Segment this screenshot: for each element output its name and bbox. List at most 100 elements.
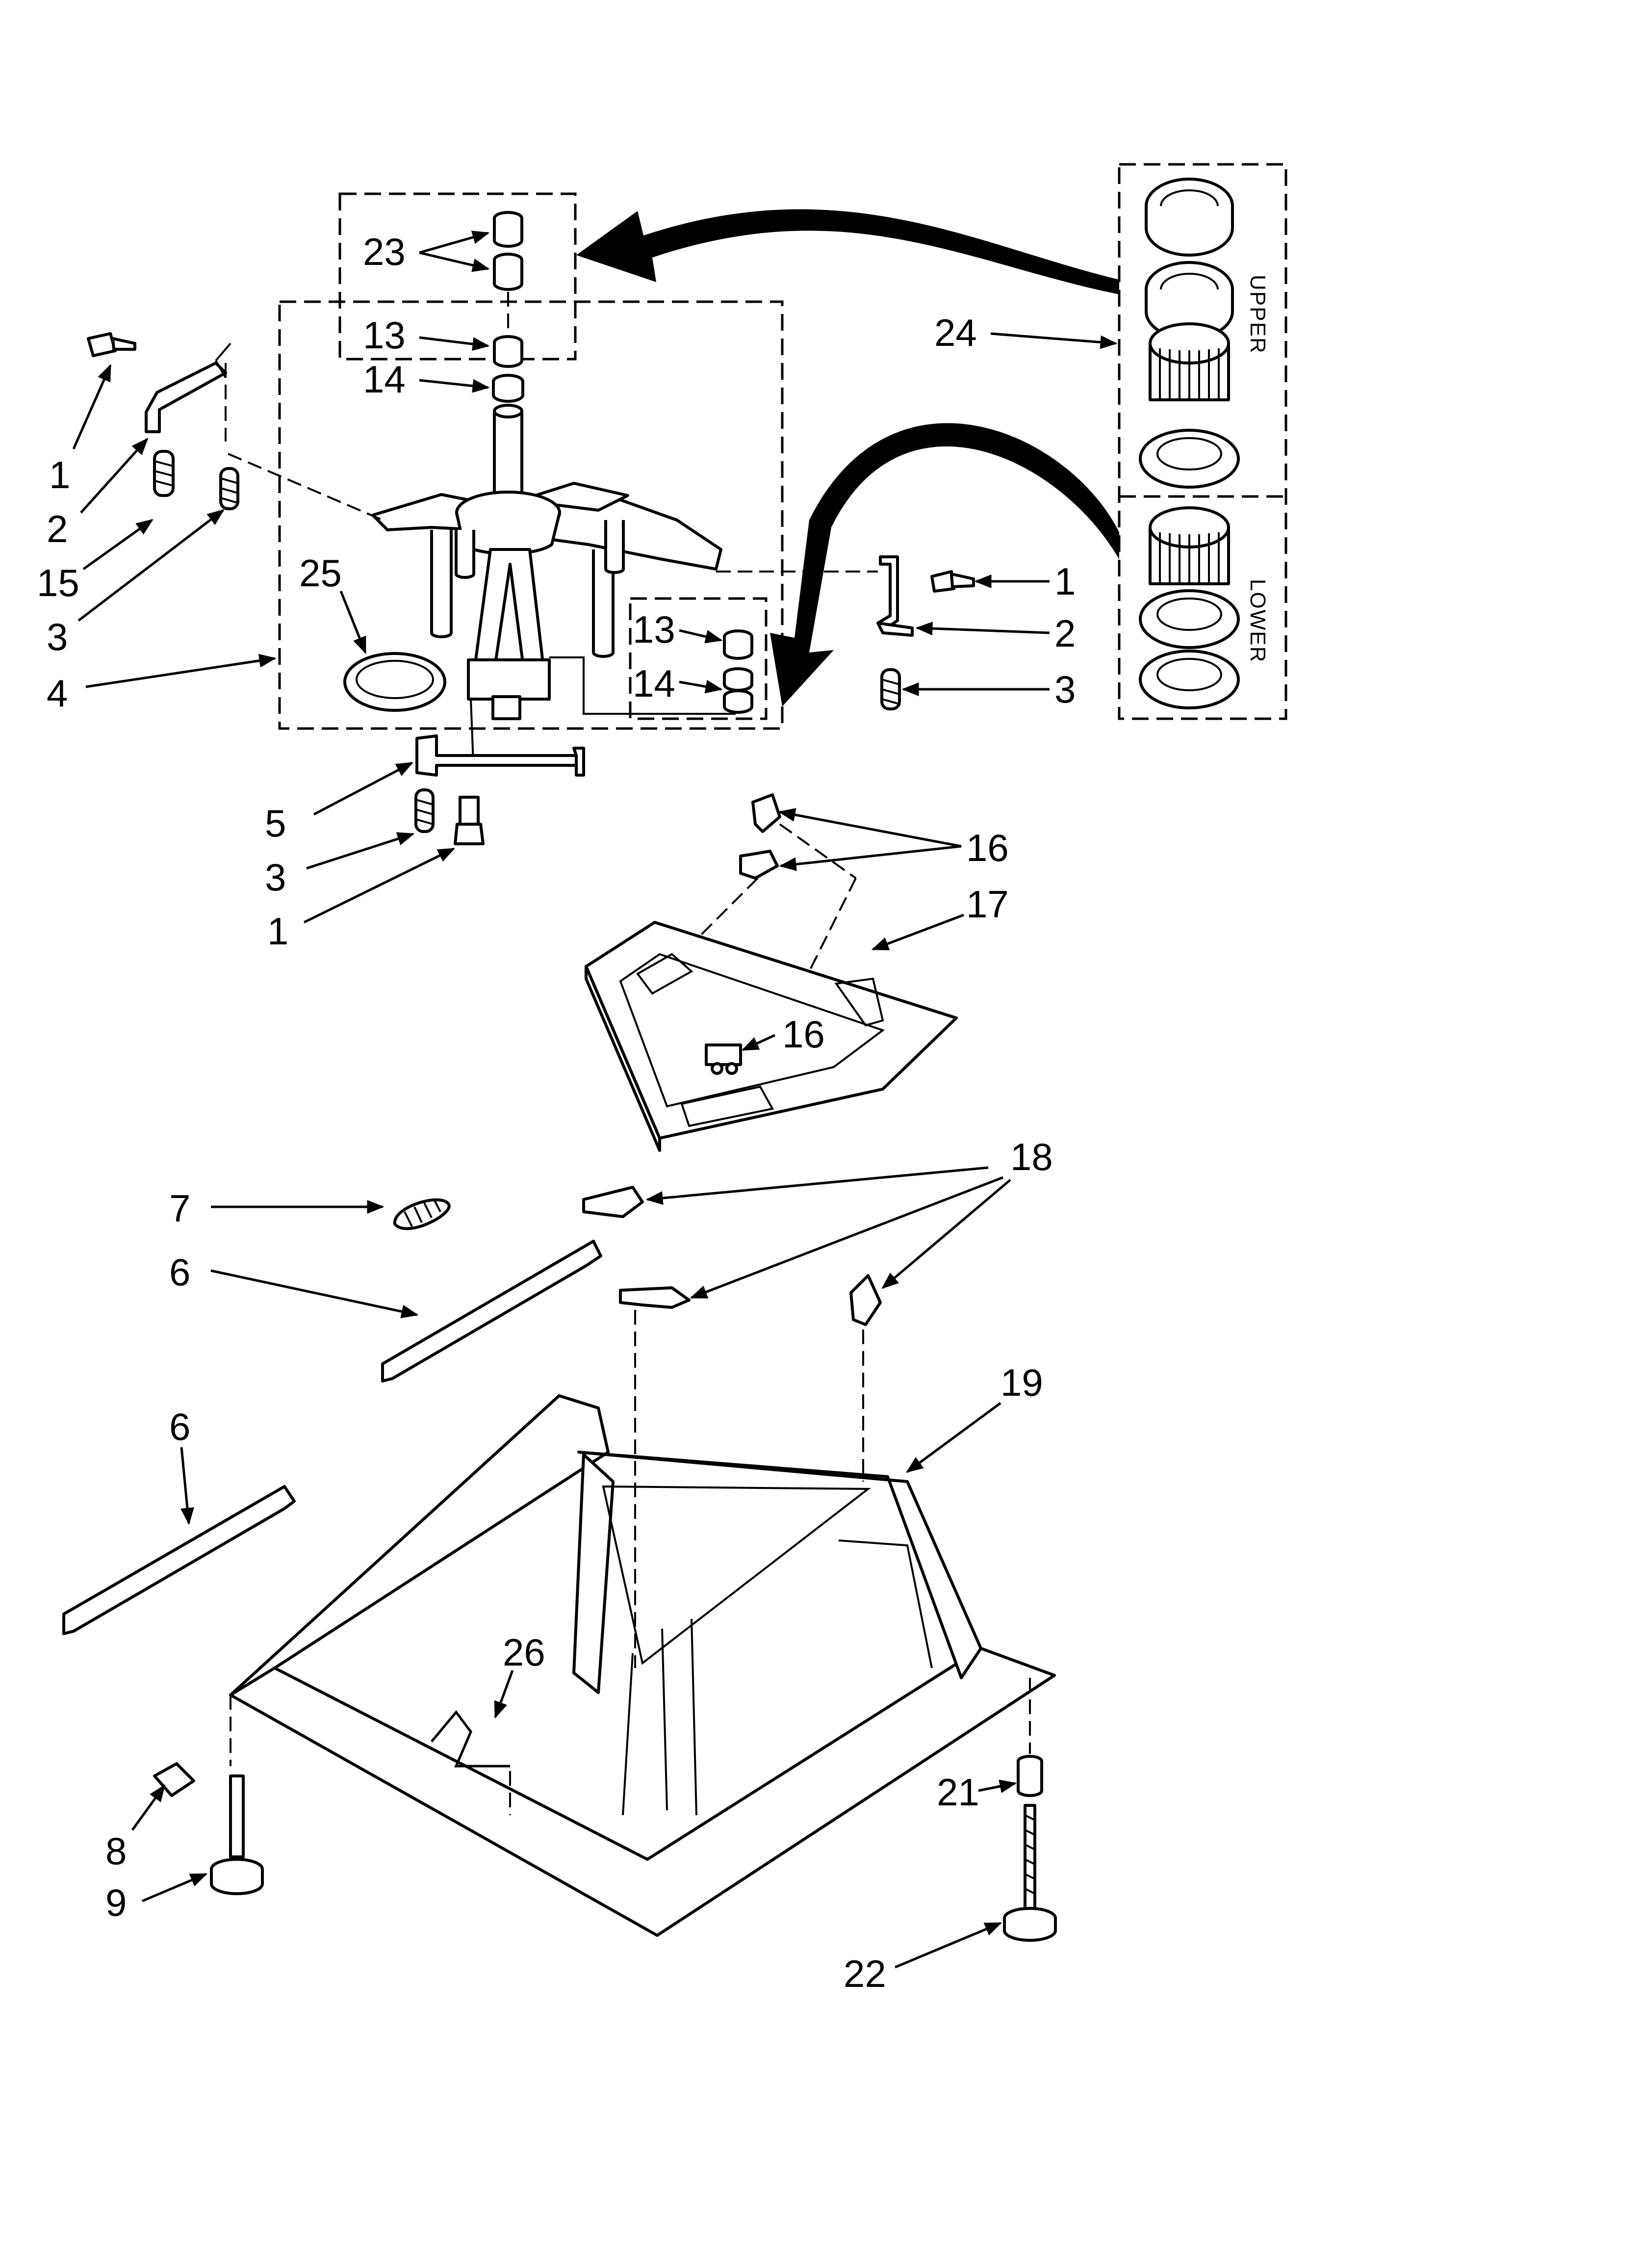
leader-3a [77, 509, 225, 622]
bushing-kit-dashed-box [1118, 163, 1287, 720]
leg-rear [455, 530, 475, 579]
snubber-upper-dashed-box [338, 192, 577, 361]
callout-16-top: 16 [966, 826, 1009, 869]
snubber-14-lower-b [723, 689, 753, 714]
clip-16-dash-c [806, 878, 857, 977]
leader-16c [741, 1034, 776, 1051]
spacer-21 [1017, 1755, 1043, 1797]
callout-13-lower: 13 [633, 608, 675, 651]
callout-6-lower: 6 [169, 1405, 190, 1448]
snubber-14-lower [723, 667, 753, 692]
rail-6-upper [381, 1240, 602, 1382]
upper-gear-bushing [1149, 322, 1230, 401]
upper-ring-bushing [1139, 429, 1240, 489]
tripod-to-brace-line [470, 699, 474, 763]
leader-13b [679, 629, 723, 644]
tripod-connector-line [549, 656, 736, 715]
center-post-top [493, 404, 523, 418]
left-bracket-dash [228, 453, 383, 521]
brace-spring-3 [414, 788, 435, 833]
callout-2-right: 2 [1054, 612, 1076, 655]
leader-2a [80, 438, 149, 514]
bushing-kit [1139, 178, 1240, 709]
clip-16-middle [739, 850, 779, 880]
snubber-13-lower [723, 629, 753, 660]
lower-ring-bushing-2 [1139, 650, 1240, 709]
left-spring-15 [153, 450, 175, 497]
callout-9: 9 [105, 1881, 127, 1924]
leg-9 [210, 1774, 264, 1895]
leg-left [430, 530, 453, 638]
leader-23a [419, 231, 490, 254]
callout-14-upper: 14 [363, 358, 406, 401]
callout-4: 4 [47, 672, 68, 715]
callout-3-right: 3 [1054, 668, 1076, 711]
upper-kit-curved-arrow [576, 209, 1119, 294]
leader-25 [339, 591, 367, 654]
lower-kit-curved-arrow [770, 423, 1119, 706]
snubber-13 [493, 335, 523, 368]
leader-22 [895, 1922, 1002, 1969]
callout-18: 18 [1010, 1135, 1053, 1178]
leader-3c [306, 832, 415, 870]
snubber-14 [492, 374, 524, 403]
upper-bushing-1 [1145, 178, 1234, 257]
callout-3-brace: 3 [265, 856, 286, 899]
leader-14b [679, 679, 723, 694]
leader-6a [210, 1269, 419, 1319]
callout-1-brace: 1 [267, 910, 288, 953]
leader-13a [419, 336, 490, 351]
leader-15 [82, 519, 154, 571]
spring-7 [393, 1198, 451, 1230]
leader-4 [85, 653, 277, 688]
callout-21: 21 [937, 1771, 979, 1814]
leader-2b [915, 622, 1050, 636]
leader-18c [881, 1179, 1011, 1289]
brace-bolt-1 [454, 796, 485, 845]
bracket-18-top [582, 1186, 644, 1218]
clip-16-top [751, 793, 781, 833]
leader-18b [690, 1176, 1003, 1299]
leader-9 [142, 1873, 208, 1903]
callout-26: 26 [503, 1631, 545, 1674]
leader-8 [131, 1784, 166, 1831]
left-spring-3 [219, 467, 239, 510]
lower-kit-label: LOWER [1246, 579, 1270, 663]
snubber-23-top [493, 211, 523, 248]
leg-mid [604, 520, 625, 574]
tripod-foot [491, 695, 521, 720]
right-spring-3 [880, 668, 901, 710]
snubber-lower-dashed-box [629, 597, 768, 720]
right-bracket-2 [876, 555, 914, 637]
callout-15: 15 [37, 561, 79, 604]
callout-2-left: 2 [47, 507, 68, 550]
callout-7: 7 [169, 1187, 190, 1230]
callout-17: 17 [966, 883, 1009, 926]
callout-16-frame: 16 [782, 1013, 825, 1056]
leader-24 [990, 332, 1118, 349]
leader-23b [419, 251, 490, 272]
brace-5 [415, 734, 585, 777]
callout-13-upper: 13 [363, 313, 406, 357]
leg-right [592, 549, 615, 658]
leader-16b [779, 845, 962, 871]
callout-3-left: 3 [47, 615, 68, 658]
snubber-23-bottom [493, 253, 523, 291]
right-bolt-1 [930, 570, 975, 593]
callout-19: 19 [1001, 1361, 1043, 1404]
mechanism-dashed-box [278, 300, 784, 730]
center-post [493, 410, 523, 506]
leveling-leg-22 [1003, 1804, 1057, 1942]
leader-18a [645, 1166, 989, 1205]
leader-6b [180, 1447, 194, 1525]
leader-5 [313, 761, 414, 816]
leader-21 [978, 1779, 1017, 1793]
callout-25: 25 [299, 551, 342, 595]
clip-16-bottom [705, 1043, 742, 1075]
callout-1-left: 1 [49, 453, 70, 496]
left-bracket-2 [145, 342, 231, 433]
suspension-frame-17 [585, 921, 958, 1152]
callout-23: 23 [363, 230, 406, 273]
bracket-18-mid [619, 1286, 691, 1309]
